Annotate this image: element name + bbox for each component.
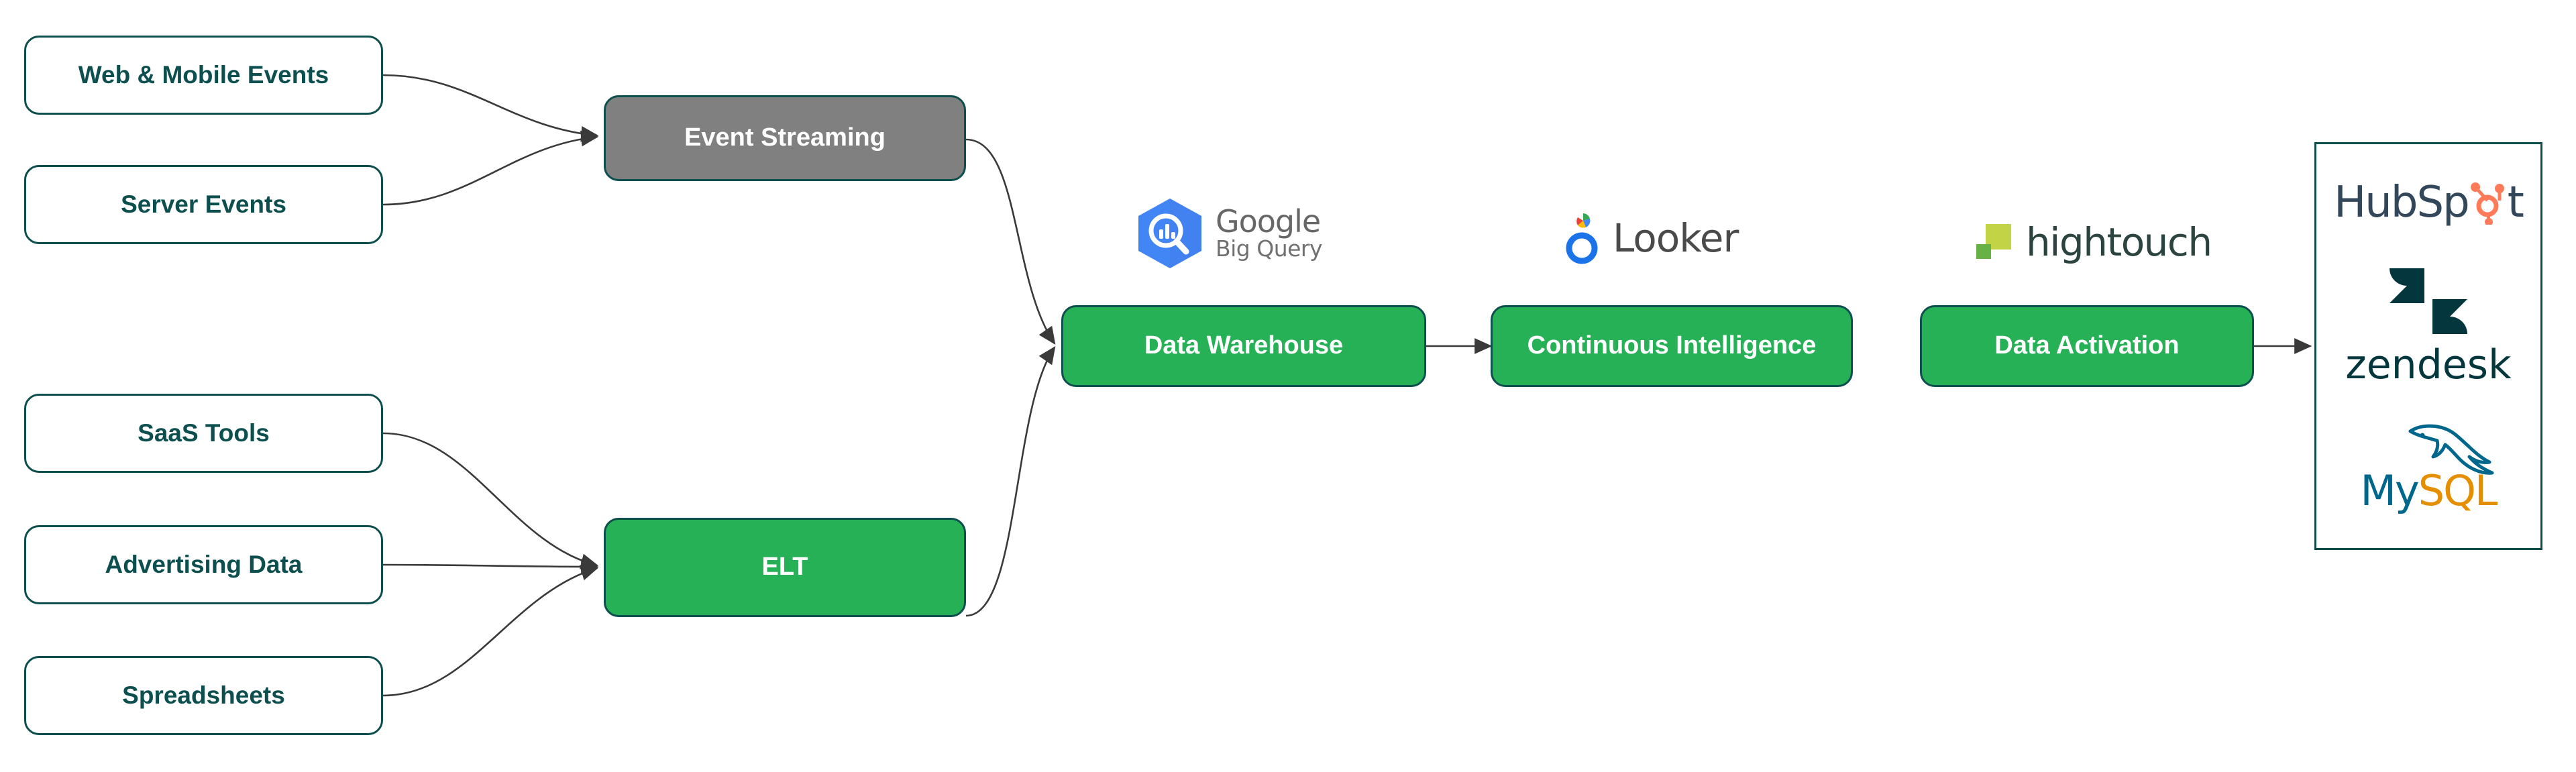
source-label: Spreadsheets: [122, 681, 285, 709]
bigquery-primary-text: Google: [1216, 203, 1321, 239]
stage-label: ELT: [761, 553, 808, 582]
vendor-logo-google-bigquery: Google Big Query: [1135, 193, 1363, 274]
stage-node-data-activation[interactable]: Data Activation: [1920, 305, 2254, 387]
stage-label: Data Warehouse: [1144, 331, 1344, 360]
stage-node-data-warehouse[interactable]: Data Warehouse: [1061, 305, 1426, 387]
edge-spreadsheets-to-elt: [382, 565, 599, 697]
vendor-logo-looker: Looker: [1563, 208, 1764, 268]
source-label: SaaS Tools: [138, 419, 270, 447]
stage-node-event-streaming[interactable]: Event Streaming: [604, 95, 966, 181]
destination-item-hubspot[interactable]: HubSp t: [2334, 177, 2524, 227]
destination-item-zendesk[interactable]: zendesk: [2345, 262, 2512, 388]
hightouch-wordmark: hightouch: [2026, 219, 2212, 265]
mysql-dolphin-icon: [2408, 424, 2494, 476]
bigquery-hexagon-icon: [1138, 199, 1201, 268]
edge-server-events-to-event-streaming: [382, 130, 599, 206]
source-node-saas-tools[interactable]: SaaS Tools: [24, 394, 383, 473]
hightouch-squares-icon: [1976, 224, 2011, 259]
bigquery-secondary-text: Big Query: [1216, 235, 1323, 262]
mysql-wordmark-secondary: SQL: [2418, 466, 2498, 516]
zendesk-wordmark: zendesk: [2345, 341, 2512, 388]
vendor-logo-hightouch: hightouch: [1974, 213, 2255, 271]
stage-node-continuous-intelligence[interactable]: Continuous Intelligence: [1491, 305, 1853, 387]
destination-item-mysql[interactable]: My SQL: [2349, 422, 2508, 512]
stage-label: Data Activation: [1994, 331, 2180, 360]
source-node-web-mobile-events[interactable]: Web & Mobile Events: [24, 36, 383, 115]
stage-node-elt[interactable]: ELT: [604, 518, 966, 617]
hubspot-wordmark-part1: HubSp: [2334, 177, 2470, 227]
source-label: Server Events: [121, 190, 286, 218]
hubspot-wordmark-part2: t: [2507, 177, 2524, 227]
edge-elt-to-data-warehouse: [965, 346, 1056, 617]
stage-label: Continuous Intelligence: [1527, 331, 1817, 360]
source-label: Web & Mobile Events: [78, 60, 329, 89]
stage-label: Event Streaming: [684, 123, 885, 152]
edge-saas-tools-to-elt: [382, 432, 599, 569]
source-label: Advertising Data: [105, 550, 303, 578]
destination-box[interactable]: HubSp t zendesk: [2314, 142, 2542, 550]
hubspot-sprocket-icon: [2470, 182, 2504, 225]
source-node-advertising-data[interactable]: Advertising Data: [24, 525, 383, 604]
zendesk-z-icon: [2389, 268, 2467, 334]
source-node-server-events[interactable]: Server Events: [24, 165, 383, 244]
looker-wordmark: Looker: [1613, 215, 1739, 261]
source-node-spreadsheets[interactable]: Spreadsheets: [24, 656, 383, 735]
edge-event-streaming-to-data-warehouse: [965, 138, 1056, 345]
mysql-wordmark-primary: My: [2360, 466, 2420, 516]
edge-web-mobile-events-to-event-streaming: [382, 74, 599, 142]
looker-ring-icon: [1566, 213, 1598, 264]
edge-advertising-data-to-elt: [382, 559, 599, 575]
